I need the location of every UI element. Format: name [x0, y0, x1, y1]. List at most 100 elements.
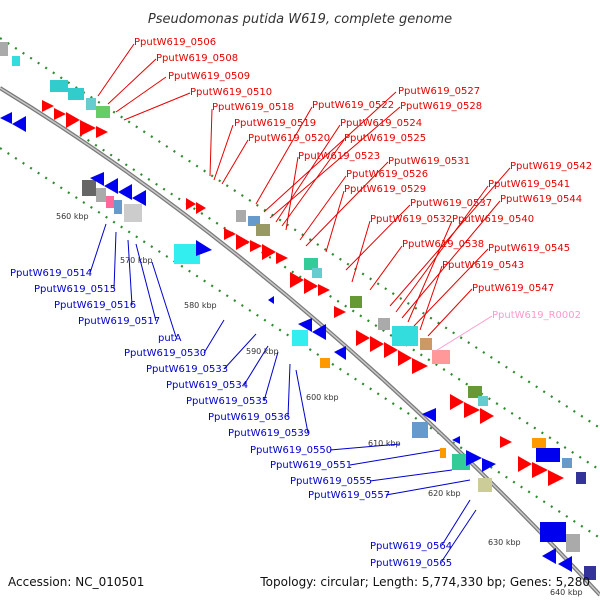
gene-arrow — [466, 450, 482, 466]
gene-label-PputW619_0551[interactable]: PputW619_0551 — [270, 460, 352, 471]
gene-block — [540, 522, 566, 542]
gene-block — [350, 296, 362, 308]
gene-label-PputW619_0564[interactable]: PputW619_0564 — [370, 541, 452, 552]
gene-arrow — [422, 408, 436, 422]
gene-arrow — [480, 408, 494, 424]
gene-label-PputW619_0555[interactable]: PputW619_0555 — [290, 476, 372, 487]
gene-block — [68, 88, 84, 100]
gene-arrow — [80, 120, 96, 136]
gene-label-PputW619_0525[interactable]: PputW619_0525 — [344, 133, 426, 144]
gene-label-PputW619_0518[interactable]: PputW619_0518 — [212, 102, 294, 113]
gene-label-PputW619_0550[interactable]: PputW619_0550 — [250, 445, 332, 456]
outer-tick-track — [0, 37, 600, 429]
gene-label-PputW619_0539[interactable]: PputW619_0539 — [228, 428, 310, 439]
gene-label-PputW619_0510[interactable]: PputW619_0510 — [190, 87, 272, 98]
gene-label-PputW619_0523[interactable]: PputW619_0523 — [298, 151, 380, 162]
gene-label-PputW619_0540[interactable]: PputW619_0540 — [452, 214, 534, 225]
gene-label-PputW619_R0002[interactable]: PputW619_R0002 — [492, 310, 581, 321]
gene-arrow — [304, 278, 318, 294]
gene-label-PputW619_0534[interactable]: PputW619_0534 — [166, 380, 248, 391]
gene-block — [432, 350, 450, 364]
gene-arrow — [334, 306, 346, 318]
gene-label-PputW619_0557[interactable]: PputW619_0557 — [308, 490, 390, 501]
gene-label-PputW619_0522[interactable]: PputW619_0522 — [312, 100, 394, 111]
gene-label-PputW619_0519[interactable]: PputW619_0519 — [234, 118, 316, 129]
gene-label-PputW619_0526[interactable]: PputW619_0526 — [346, 169, 428, 180]
gene-label-PputW619_0517[interactable]: PputW619_0517 — [78, 316, 160, 327]
gene-label-PputW619_0515[interactable]: PputW619_0515 — [34, 284, 116, 295]
gene-label-PputW619_0533[interactable]: PputW619_0533 — [146, 364, 228, 375]
gene-label-PputW619_0516[interactable]: PputW619_0516 — [54, 300, 136, 311]
gene-block — [312, 268, 322, 278]
gene-arrow — [12, 116, 26, 132]
kbp-tick-label: 580 kbp — [184, 301, 217, 310]
gene-arrow — [186, 198, 196, 210]
rna-gene-label-leader — [433, 315, 493, 353]
accession-text: Accession: NC_010501 — [8, 575, 144, 589]
gene-label-PputW619_0541[interactable]: PputW619_0541 — [488, 179, 570, 190]
genome-summary-text: Topology: circular; Length: 5,774,330 bp… — [259, 575, 590, 589]
gene-arrow — [412, 358, 428, 374]
gene-arrow — [558, 556, 572, 572]
gene-arrow — [96, 126, 108, 138]
gene-label-PputW619_0531[interactable]: PputW619_0531 — [388, 156, 470, 167]
gene-label-PputW619_0532[interactable]: PputW619_0532 — [370, 214, 452, 225]
kbp-tick-label: 570 kbp — [120, 256, 153, 265]
gene-label-PputW619_0543[interactable]: PputW619_0543 — [442, 260, 524, 271]
gene-block — [12, 56, 20, 66]
kbp-tick-label: 640 kbp — [550, 588, 583, 597]
gene-arrow — [518, 456, 532, 472]
kbp-tick-label: 630 kbp — [488, 538, 521, 547]
gene-label-PputW619_0535[interactable]: PputW619_0535 — [186, 396, 268, 407]
gene-label-PputW619_0529[interactable]: PputW619_0529 — [344, 184, 426, 195]
gene-label-PputW619_0524[interactable]: PputW619_0524 — [340, 118, 422, 129]
gene-block — [536, 448, 560, 462]
gene-label-PputW619_0565[interactable]: PputW619_0565 — [370, 558, 452, 569]
kbp-tick-label: 620 kbp — [428, 489, 461, 498]
gene-label-PputW619_0547[interactable]: PputW619_0547 — [472, 283, 554, 294]
gene-arrow — [262, 244, 276, 260]
gene-block — [248, 216, 260, 226]
gene-label-PputW619_0530[interactable]: PputW619_0530 — [124, 348, 206, 359]
gene-label-PputW619_0508[interactable]: PputW619_0508 — [156, 53, 238, 64]
gene-label-PputW619_0545[interactable]: PputW619_0545 — [488, 243, 570, 254]
gene-label-PputW619_0509[interactable]: PputW619_0509 — [168, 71, 250, 82]
gene-block — [392, 326, 418, 346]
gene-block — [96, 106, 110, 118]
gene-label-PputW619_0514[interactable]: PputW619_0514 — [10, 268, 92, 279]
gene-block — [82, 180, 96, 196]
kbp-tick-label: 560 kbp — [56, 212, 89, 221]
gene-label-PputW619_0536[interactable]: PputW619_0536 — [208, 412, 290, 423]
gene-label-PputW619_0527[interactable]: PputW619_0527 — [398, 86, 480, 97]
gene-block — [584, 566, 596, 580]
gene-label-putA[interactable]: putA — [158, 333, 182, 344]
gene-block — [478, 478, 492, 492]
gene-block — [50, 80, 68, 92]
gene-block — [304, 258, 318, 270]
gene-label-PputW619_0542[interactable]: PputW619_0542 — [510, 161, 592, 172]
gene-arrow — [132, 190, 146, 206]
reverse-genes — [0, 42, 596, 580]
gene-arrow — [532, 462, 548, 478]
gene-label-PputW619_0537[interactable]: PputW619_0537 — [410, 198, 492, 209]
gene-block — [420, 338, 432, 350]
gene-arrow — [104, 178, 118, 194]
reverse-gene-labels-leaders — [89, 223, 477, 562]
gene-label-PputW619_0528[interactable]: PputW619_0528 — [400, 101, 482, 112]
map-title: Pseudomonas putida W619, complete genome — [148, 12, 452, 27]
gene-block — [0, 42, 8, 56]
gene-label-PputW619_0520[interactable]: PputW619_0520 — [248, 133, 330, 144]
gene-arrow — [54, 108, 66, 120]
forward-gene-labels — [97, 43, 511, 337]
gene-arrow — [542, 548, 556, 564]
gene-arrow — [464, 402, 480, 418]
gene-arrow — [276, 252, 288, 264]
gene-label-PputW619_0506[interactable]: PputW619_0506 — [134, 37, 216, 48]
gene-arrow — [90, 172, 104, 186]
gene-arrow — [450, 394, 464, 410]
gene-arrow — [398, 350, 412, 366]
gene-label-PputW619_0544[interactable]: PputW619_0544 — [500, 194, 582, 205]
gene-label-PputW619_0538[interactable]: PputW619_0538 — [402, 239, 484, 250]
gene-arrow — [318, 284, 330, 296]
